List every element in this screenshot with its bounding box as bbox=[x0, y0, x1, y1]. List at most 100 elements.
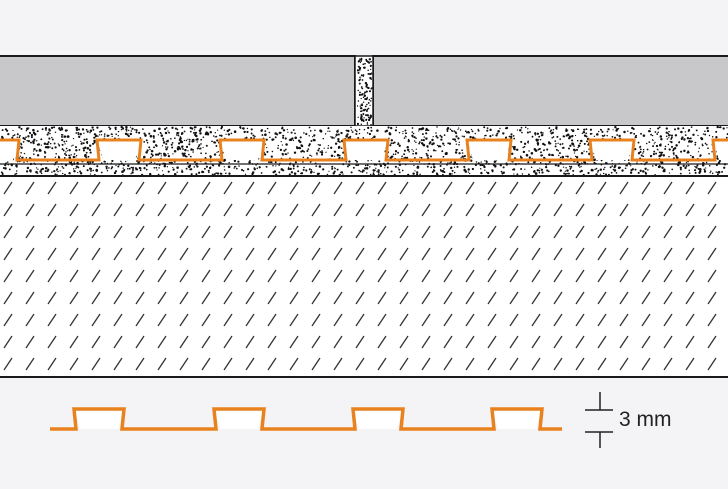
mortar-dot bbox=[571, 143, 575, 146]
mortar-dot bbox=[318, 172, 321, 175]
mortar-dot bbox=[585, 132, 588, 135]
mortar-dot bbox=[135, 168, 137, 171]
mortar-dot bbox=[173, 150, 177, 153]
mortar-dot bbox=[665, 127, 668, 130]
mortar-dot bbox=[391, 155, 394, 158]
mortar-dot bbox=[718, 159, 721, 163]
mortar-dot bbox=[480, 171, 483, 175]
mortar-dot bbox=[185, 139, 188, 142]
mortar-dot bbox=[65, 151, 67, 153]
mortar-dot bbox=[200, 138, 203, 141]
mortar-dot bbox=[217, 151, 219, 153]
mortar-dot bbox=[362, 136, 365, 139]
mortar-dot bbox=[297, 170, 300, 173]
mortar-dot bbox=[314, 129, 316, 132]
mortar-dot bbox=[386, 171, 388, 173]
mortar-dot bbox=[155, 166, 158, 169]
mortar-dot bbox=[26, 139, 29, 142]
mortar-dot bbox=[366, 172, 368, 174]
mortar-dot bbox=[606, 130, 609, 133]
mortar-dot bbox=[451, 173, 453, 175]
mortar-dot bbox=[65, 147, 68, 150]
mortar-dot bbox=[271, 161, 273, 164]
mortar-dot bbox=[568, 136, 571, 140]
mortar-dot bbox=[192, 149, 195, 151]
mortar-dot bbox=[331, 136, 334, 139]
mortar-dot bbox=[51, 136, 53, 139]
mortar-dot bbox=[35, 167, 38, 169]
mortar-dot bbox=[330, 154, 334, 158]
mortar-dot bbox=[613, 166, 616, 169]
mortar-dot bbox=[72, 168, 75, 170]
mortar-dot bbox=[453, 171, 456, 174]
mortar-dot bbox=[673, 128, 677, 131]
mortar-dot bbox=[651, 165, 654, 167]
mortar-dot bbox=[513, 148, 516, 151]
mortar-dot bbox=[452, 138, 455, 141]
mortar-dot bbox=[664, 148, 667, 150]
mortar-dot bbox=[213, 173, 216, 175]
mortar-dot bbox=[310, 169, 313, 171]
mortar-dot bbox=[352, 166, 355, 169]
mortar-dot bbox=[394, 153, 397, 156]
mortar-dot bbox=[117, 135, 119, 137]
mortar-dot bbox=[46, 133, 49, 136]
mortar-dot bbox=[150, 149, 154, 153]
mortar-dot bbox=[19, 134, 21, 137]
mortar-dot bbox=[398, 168, 401, 171]
mortar-dot bbox=[379, 164, 383, 168]
mortar-dot bbox=[659, 161, 662, 163]
mortar-dot bbox=[432, 135, 434, 138]
mortar-dot bbox=[716, 171, 720, 174]
mortar-dot bbox=[7, 133, 10, 136]
mortar-dot bbox=[145, 164, 148, 167]
mortar-dot bbox=[321, 150, 323, 152]
mortar-dot bbox=[337, 137, 340, 141]
mortar-dot bbox=[484, 169, 486, 171]
mortar-dot bbox=[639, 148, 642, 151]
mortar-dot bbox=[54, 146, 57, 149]
mortar-dot bbox=[704, 142, 707, 145]
mortar-dot bbox=[367, 126, 370, 130]
mortar-dot bbox=[708, 152, 710, 155]
mortar-dot bbox=[480, 161, 482, 163]
mortar-dot bbox=[350, 129, 353, 131]
mortar-dot bbox=[665, 131, 668, 134]
mortar-dot bbox=[495, 134, 498, 137]
mortar-dot bbox=[397, 151, 400, 154]
mortar-dot bbox=[193, 131, 195, 134]
mortar-dot bbox=[542, 132, 544, 134]
mortar-dot bbox=[486, 160, 488, 163]
mortar-dot bbox=[32, 150, 35, 152]
mortar-dot bbox=[551, 137, 553, 139]
mortar-dot bbox=[151, 155, 153, 157]
mortar-dot bbox=[60, 127, 64, 131]
mortar-dot bbox=[666, 138, 669, 140]
mortar-dot bbox=[420, 156, 423, 159]
mortar-dot bbox=[54, 156, 57, 159]
mortar-dot bbox=[642, 148, 645, 151]
mortar-dot bbox=[129, 126, 132, 128]
mortar-dot bbox=[168, 161, 171, 164]
mortar-dot bbox=[558, 152, 561, 155]
mortar-dot bbox=[214, 141, 217, 144]
mortar-dot bbox=[117, 130, 120, 133]
grout-dot bbox=[357, 100, 360, 102]
mortar-dot bbox=[26, 127, 29, 130]
mortar-dot bbox=[75, 149, 78, 152]
mortar-dot bbox=[82, 165, 85, 168]
mortar-dot bbox=[264, 130, 267, 132]
mortar-dot bbox=[554, 140, 557, 142]
mortar-dot bbox=[534, 132, 537, 135]
detail-stud-fill bbox=[214, 409, 264, 429]
grout-dot bbox=[370, 97, 373, 100]
mortar-dot bbox=[716, 125, 719, 129]
mortar-dot bbox=[587, 143, 590, 146]
mortar-dot bbox=[383, 164, 387, 167]
mortar-dot bbox=[365, 167, 369, 170]
mortar-dot bbox=[363, 169, 365, 172]
mortar-dot bbox=[280, 168, 284, 171]
mortar-dot bbox=[486, 171, 490, 175]
mortar-dot bbox=[426, 165, 429, 168]
mortar-dot bbox=[325, 151, 327, 153]
